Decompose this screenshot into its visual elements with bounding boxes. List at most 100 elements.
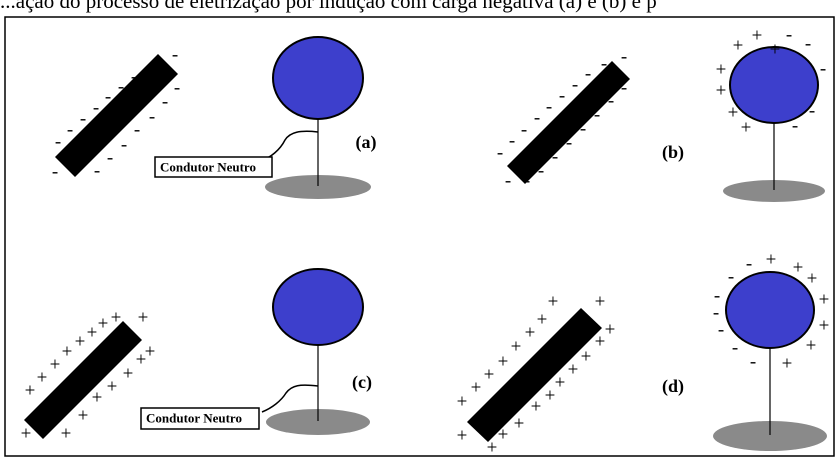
sphere-charge: + xyxy=(728,103,739,124)
rod-charge: + xyxy=(471,378,482,399)
rod-charge: + xyxy=(111,308,122,329)
rod-charge: - xyxy=(594,105,600,126)
rod-charge: + xyxy=(555,373,566,394)
rod-charge: + xyxy=(145,342,156,363)
rod-charge: + xyxy=(511,337,522,358)
rod-charge: + xyxy=(61,424,72,445)
sphere-charge: + xyxy=(782,354,793,375)
figure-caption: ...ação do processo de eletrização por i… xyxy=(0,0,657,13)
sphere-charge: + xyxy=(716,81,727,102)
sphere-charge: - xyxy=(746,254,752,275)
rod-charge: - xyxy=(118,77,124,98)
panel-c: + + + + + + + + + + + + + + + + + Condut… xyxy=(21,268,372,445)
rod-d-charges: + + + + + + + + + + + + + + + + + + + + xyxy=(457,292,616,457)
sphere-charge: + xyxy=(716,60,727,81)
rod-charge: - xyxy=(107,148,113,169)
rod-charge: - xyxy=(174,78,180,99)
connector-box-a xyxy=(154,156,273,178)
rod-charge: + xyxy=(531,397,542,418)
rod-a xyxy=(55,54,178,177)
rod-charge: - xyxy=(80,109,86,130)
rod-charge: + xyxy=(545,386,556,407)
panel-b: - - - - - - - - - - - - - - - - - - - + … xyxy=(497,25,827,202)
rod-charge: - xyxy=(131,67,137,88)
rod-charge: + xyxy=(487,438,498,457)
rod-a-charges: - - - - - - - - - - - - - - - - - xyxy=(52,45,180,183)
rod-c-charges: + + + + + + + + + + + + + + + + + xyxy=(21,308,156,445)
rod-charge: - xyxy=(505,171,511,192)
rod-charge: - xyxy=(94,161,100,182)
ground-wire-c xyxy=(261,384,319,413)
rod-charge: + xyxy=(75,332,86,353)
sphere-charge: - xyxy=(713,303,719,324)
ground-wire-a xyxy=(261,130,319,161)
rod-charge: + xyxy=(514,414,525,435)
rod-charge: - xyxy=(572,75,578,96)
rod-charge: + xyxy=(107,377,118,398)
sphere-charge: - xyxy=(805,34,811,55)
rod-charge: - xyxy=(509,131,515,152)
rod-b-charges: - - - - - - - - - - - - - - - - - - - xyxy=(497,47,627,192)
base-c xyxy=(266,409,370,435)
sphere-charge: + xyxy=(819,290,830,311)
base-a xyxy=(265,175,371,199)
figure-frame xyxy=(4,16,835,457)
sphere-charge: - xyxy=(820,59,826,80)
sphere-charge: + xyxy=(819,316,830,337)
rod-charge: + xyxy=(595,292,606,313)
rod-charge: + xyxy=(25,381,36,402)
rod-charge: + xyxy=(595,332,606,353)
rod-charge: - xyxy=(538,161,544,182)
rod-charge: - xyxy=(67,120,73,141)
rod-charge: + xyxy=(484,365,495,386)
rod-charge: - xyxy=(524,171,530,192)
sphere-d xyxy=(725,271,815,349)
connector-label: Condutor Neutro xyxy=(146,411,242,426)
rod-charge: + xyxy=(457,392,468,413)
rod-charge: - xyxy=(608,91,614,112)
panel-label-a: (a) xyxy=(356,132,377,153)
sphere-a xyxy=(272,36,364,120)
rod-charge: - xyxy=(105,87,111,108)
rod-charge: - xyxy=(534,108,540,129)
sphere-charge: - xyxy=(750,352,756,373)
sphere-charge: - xyxy=(809,101,815,122)
rod-charge: + xyxy=(581,347,592,368)
sphere-charge: - xyxy=(714,286,720,307)
connector-box-c xyxy=(140,407,260,430)
rod-c xyxy=(24,321,142,439)
rod-charge: - xyxy=(585,64,591,85)
rod-charge: - xyxy=(601,54,607,75)
base-d xyxy=(713,421,827,451)
rod-charge: - xyxy=(93,98,99,119)
base-b xyxy=(723,180,825,202)
panel-label-b: (b) xyxy=(662,142,684,163)
rod-charge: + xyxy=(525,323,536,344)
sphere-charge: + xyxy=(807,269,818,290)
sphere-charge: + xyxy=(733,36,744,57)
sphere-charge: - xyxy=(732,338,738,359)
rod-charge: - xyxy=(559,86,565,107)
sphere-b xyxy=(729,46,819,124)
rod-charge: + xyxy=(568,360,579,381)
rod-charge: + xyxy=(136,350,147,371)
rod-charge: + xyxy=(92,388,103,409)
rod-charge: + xyxy=(457,426,468,447)
rod-charge: - xyxy=(162,92,168,113)
sphere-b-charges: + + + + + + + - - - - - xyxy=(716,25,827,139)
rod-b xyxy=(507,61,630,184)
rod-charge: - xyxy=(149,107,155,128)
rod-charge: - xyxy=(52,162,58,183)
rod-charge: - xyxy=(580,119,586,140)
rod-charge: - xyxy=(134,120,140,141)
rod-charge: - xyxy=(121,135,127,156)
sphere-charge: + xyxy=(770,40,781,61)
rod-charge: + xyxy=(37,368,48,389)
rod-d xyxy=(467,308,602,442)
sphere-charge: - xyxy=(718,320,724,341)
sphere-charge: - xyxy=(786,25,792,46)
connector-label: Condutor Neutro xyxy=(160,160,256,175)
rod-charge: - xyxy=(172,45,178,66)
rod-charge: + xyxy=(498,352,509,373)
